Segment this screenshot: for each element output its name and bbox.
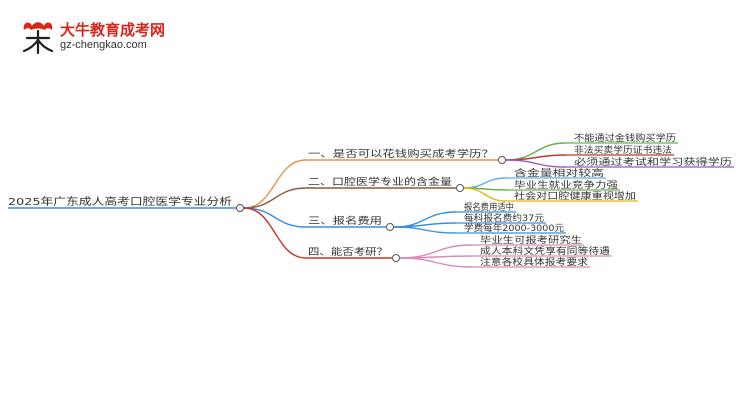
leaf-connector xyxy=(393,226,457,234)
mindmap-connectors xyxy=(8,142,734,268)
branch-3-collapse-handle[interactable] xyxy=(386,223,394,231)
branch-3-label: 三、报名费用 xyxy=(308,215,382,227)
branch-1-collapse-handle[interactable] xyxy=(498,156,506,164)
branch-1-label: 一、是否可以花钱购买成考学历？ xyxy=(308,148,494,160)
leaf-connector xyxy=(463,187,507,202)
branch-1-leaf-3-label: 必须通过考试和学习获得学历 xyxy=(574,156,732,168)
mindmap-nodes: 2025年广东成人高考口腔医学专业分析 一、是否可以花钱购买成考学历？ 不能通过金钱… xyxy=(8,132,732,268)
leaf-connector xyxy=(393,222,457,228)
logo-site-url: gz-chengkao.com xyxy=(60,39,147,51)
branch-4-leaf-1-label: 毕业生可报考研究生 xyxy=(480,234,582,246)
leaf-connector xyxy=(505,159,567,168)
branch-3-leaf-3-label: 学费每年2000-3000元 xyxy=(464,222,564,234)
branch-connector xyxy=(243,207,307,228)
leaf-connector xyxy=(399,257,473,268)
branch-connector xyxy=(243,187,307,209)
branch-2-collapse-handle[interactable] xyxy=(456,184,464,192)
bull-logo-icon xyxy=(22,22,54,55)
logo-site-name: 大牛教育成考网 xyxy=(60,21,166,39)
root-node-label: 2025年广东成人高考口腔医学专业分析 xyxy=(8,195,232,208)
branch-2-label: 二、口腔医学专业的含金量 xyxy=(308,176,453,188)
branch-2-leaf-2-label: 毕业生就业竞争力强 xyxy=(514,179,618,191)
leaf-connector xyxy=(463,177,507,189)
site-logo[interactable]: 大牛教育成考网 gz-chengkao.com xyxy=(18,16,168,56)
branch-3-leaf-1-label: 报名费用适中 xyxy=(464,201,514,213)
leaf-connector xyxy=(505,154,567,161)
branch-1-leaf-1-label: 不能通过金钱购买学历 xyxy=(574,132,676,144)
branch-4-leaf-2-label: 成人本科文凭享有同等待遇 xyxy=(480,245,610,257)
branch-4-collapse-handle[interactable] xyxy=(392,254,400,262)
branch-connector xyxy=(243,159,307,209)
branch-4-leaf-3-label: 注意各校具体报考要求 xyxy=(480,256,588,268)
branch-2-leaf-3-label: 社会对口腔健康重视增加 xyxy=(514,190,636,202)
branch-3-leaf-2-label: 每科报名费约37元 xyxy=(464,212,544,224)
root-collapse-handle[interactable] xyxy=(236,204,244,212)
branch-1-leaf-2-label: 非法买卖学历证书违法 xyxy=(574,144,672,156)
branch-2-leaf-1-label: 含金量相对较高 xyxy=(514,167,604,179)
branch-connector xyxy=(243,207,307,259)
branch-4-label: 四、能否考研？ xyxy=(308,246,388,258)
